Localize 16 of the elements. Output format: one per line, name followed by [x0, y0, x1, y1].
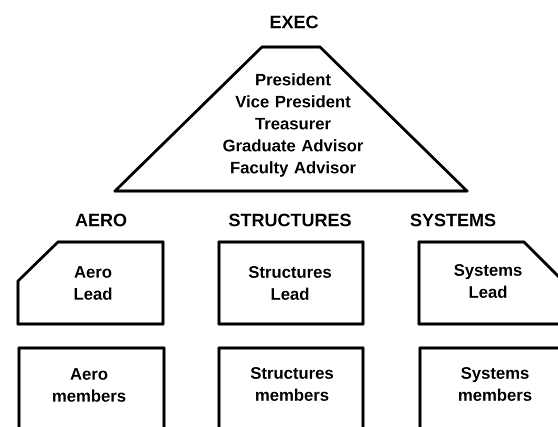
heading: STRUCTURES	[229, 214, 351, 226]
members-box: Aero members	[18, 346, 166, 427]
members-box: Systems members	[418, 346, 558, 427]
heading: SYSTEMS	[410, 214, 496, 226]
node-label: Treasurer	[255, 118, 331, 130]
heading: EXEC	[270, 16, 318, 28]
node-label: Graduate Advisor	[223, 139, 364, 152]
lead-box: Systems Lead	[418, 240, 558, 326]
trapezoid-box: President Vice President Treasurer Graduate Advisor Faculty Advisor	[114, 46, 468, 192]
lead-box: Aero Lead	[16, 240, 164, 326]
heading: AERO	[75, 214, 126, 226]
node-label: Vice President	[235, 95, 351, 108]
members-box: Structures members	[218, 346, 364, 427]
lead-box: Structures Lead	[218, 240, 364, 326]
node-label: Faculty Advisor	[231, 161, 356, 177]
node-label: President	[256, 73, 331, 86]
